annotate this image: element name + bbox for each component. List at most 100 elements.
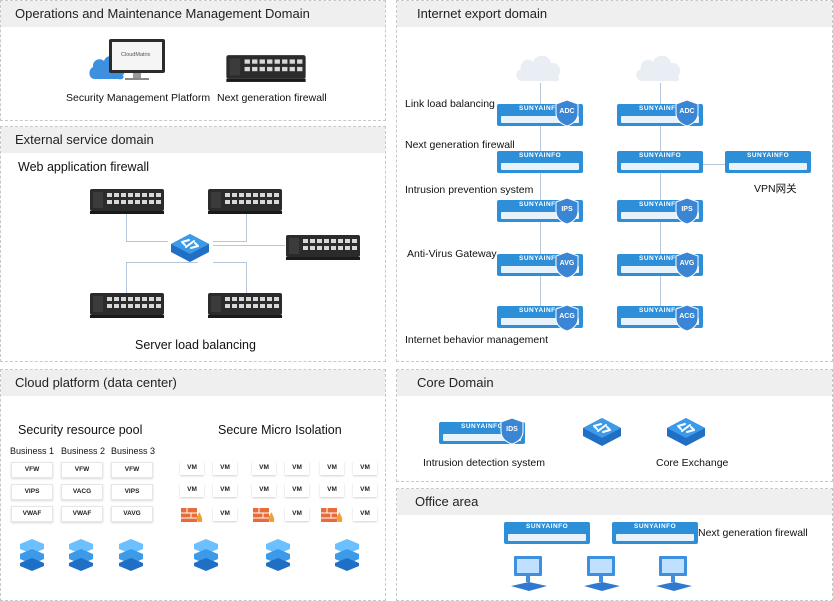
ops-ngfw-label: Next generation firewall <box>217 92 327 104</box>
ids-badge: IDS <box>500 417 524 445</box>
cloud-icon <box>513 51 565 83</box>
vm-chip: VM <box>285 507 309 521</box>
vm-chip: VM <box>353 483 377 497</box>
link-line <box>703 164 733 165</box>
acg-badge: ACG <box>675 304 699 332</box>
link-line <box>246 212 247 242</box>
internet-domain-panel: Internet export domain Link load balanci… <box>396 0 833 362</box>
waf-device-icon <box>285 233 361 261</box>
firewall-icon <box>181 504 203 522</box>
security-management-platform-label: Security Management Platform <box>66 92 211 104</box>
business-label: Business 3 <box>111 446 156 456</box>
row-label-ips: Intrusion prevention system <box>405 184 534 196</box>
vm-chip: VM <box>353 507 377 521</box>
office-domain-panel: Office area SUNYAINFO SUNYAINFO Next gen… <box>396 488 833 601</box>
micro-title: Secure Micro Isolation <box>218 423 342 437</box>
server-icon <box>193 538 219 572</box>
pool-chip: VIPS <box>111 484 153 500</box>
vm-chip: VM <box>285 483 309 497</box>
office-fw-device: SUNYAINFO <box>504 522 590 544</box>
avg-badge: AVG <box>675 251 699 279</box>
ngfw-device: SUNYAINFO <box>617 151 703 173</box>
switch-router-icon <box>167 230 213 264</box>
pool-chip: VFW <box>11 462 53 478</box>
vm-chip: VM <box>252 483 276 497</box>
link-line <box>126 262 127 294</box>
adc-badge: ADC <box>555 99 579 127</box>
core-domain-panel: Core Domain SUNYAINFO IDS Intrusion dete… <box>396 369 833 482</box>
waf-device-icon <box>89 187 165 215</box>
cloudmatrix-logo: CloudMatrix <box>121 52 151 58</box>
computer-icon <box>582 554 622 594</box>
vpn-device: SUNYAINFO <box>725 151 811 173</box>
slb-device-icon <box>207 291 283 319</box>
core-exchange-label: Core Exchange <box>656 457 729 469</box>
office-fw-label: Next generation firewall <box>698 527 808 539</box>
firewall-icon <box>321 504 343 522</box>
office-fw-device: SUNYAINFO <box>612 522 698 544</box>
server-icon <box>334 538 360 572</box>
pool-chip: VWAF <box>61 506 103 522</box>
core-switch-icon <box>663 414 709 448</box>
vm-chip: VM <box>252 461 276 475</box>
server-icon <box>118 538 144 572</box>
vm-chip: VM <box>213 507 237 521</box>
server-icon <box>68 538 94 572</box>
ngfw-device: SUNYAINFO <box>497 151 583 173</box>
vm-chip: VM <box>213 483 237 497</box>
computer-icon <box>654 554 694 594</box>
vm-chip: VM <box>285 461 309 475</box>
pool-chip: VFW <box>111 462 153 478</box>
pool-chip: VWAF <box>11 506 53 522</box>
external-domain-panel: External service domain Web application … <box>0 126 386 362</box>
slb-label: Server load balancing <box>135 338 256 352</box>
pool-title: Security resource pool <box>18 423 143 437</box>
avg-badge: AVG <box>555 251 579 279</box>
link-line <box>126 212 127 242</box>
vm-chip: VM <box>213 461 237 475</box>
core-switch-icon <box>579 414 625 448</box>
business-label: Business 2 <box>61 446 106 456</box>
link-line <box>246 262 247 294</box>
external-domain-title: External service domain <box>1 127 385 153</box>
row-label-llb: Link load balancing <box>405 98 495 110</box>
cloud-domain-title: Cloud platform (data center) <box>1 370 385 396</box>
row-label-ngfw: Next generation firewall <box>405 139 515 151</box>
pool-chip: VFW <box>61 462 103 478</box>
business-label: Business 1 <box>10 446 55 456</box>
ops-domain-panel: Operations and Maintenance Management Do… <box>0 0 386 121</box>
ops-domain-title: Operations and Maintenance Management Do… <box>1 1 385 27</box>
link-line <box>213 262 247 263</box>
office-domain-title: Office area <box>397 489 832 515</box>
link-line <box>126 262 198 263</box>
core-domain-title: Core Domain <box>397 370 832 396</box>
pool-chip: VIPS <box>11 484 53 500</box>
link-line <box>213 245 285 246</box>
ips-badge: IPS <box>555 197 579 225</box>
vm-chip: VM <box>320 483 344 497</box>
vm-chip: VM <box>353 461 377 475</box>
link-line <box>213 241 247 242</box>
computer-icon <box>509 554 549 594</box>
waf-device-icon <box>207 187 283 215</box>
slb-device-icon <box>89 291 165 319</box>
row-label-avg: Anti-Virus Gateway <box>407 248 497 260</box>
vm-chip: VM <box>180 483 204 497</box>
ids-label: Intrusion detection system <box>423 457 545 469</box>
adc-badge: ADC <box>675 99 699 127</box>
waf-label: Web application firewall <box>18 160 150 174</box>
ops-firewall-icon <box>223 53 309 83</box>
cloud-icon <box>633 51 685 83</box>
cloud-domain-panel: Cloud platform (data center) Security re… <box>0 369 386 601</box>
pool-chip: VACG <box>61 484 103 500</box>
vm-chip: VM <box>180 461 204 475</box>
ips-badge: IPS <box>675 197 699 225</box>
server-icon <box>265 538 291 572</box>
row-label-ibm: Internet behavior management <box>405 334 549 346</box>
acg-badge: ACG <box>555 304 579 332</box>
vm-chip: VM <box>320 461 344 475</box>
firewall-icon <box>253 504 275 522</box>
monitor-icon: CloudMatrix <box>109 39 167 81</box>
pool-chip: VAVG <box>111 506 153 522</box>
vpn-label: VPN网关 <box>754 183 797 195</box>
